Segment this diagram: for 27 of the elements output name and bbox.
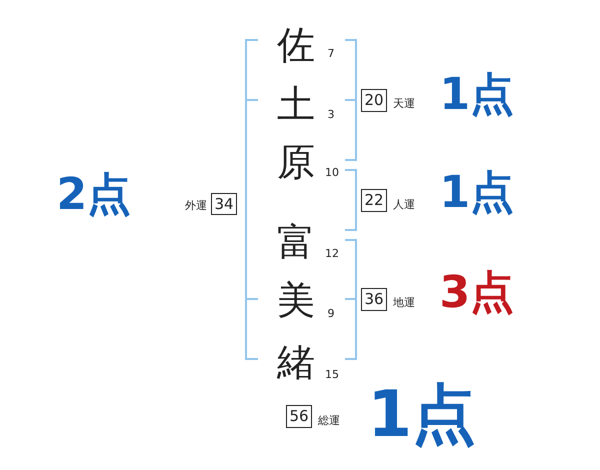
- stroke-count: 12: [325, 248, 339, 258]
- stroke-count: 10: [325, 166, 339, 178]
- stroke-count: 7: [328, 48, 334, 58]
- number-box: 36: [361, 288, 387, 311]
- number-box: 20: [361, 89, 387, 112]
- category-label: 総運: [318, 414, 340, 426]
- category-label: 天運: [393, 98, 415, 108]
- category-label: 地運: [393, 296, 415, 308]
- stroke-count: 15: [325, 368, 339, 380]
- number-box: 22: [361, 189, 387, 212]
- name-character: 富: [277, 223, 315, 261]
- number-box: 56: [286, 405, 312, 428]
- category-label: 人運: [393, 198, 415, 210]
- name-character: 土: [277, 85, 315, 123]
- name-character: 緒: [277, 343, 315, 381]
- stroke-count: 3: [328, 108, 334, 120]
- number-box: 34: [211, 193, 237, 215]
- category-label: 外運: [185, 200, 207, 210]
- stroke-count: 9: [328, 308, 334, 318]
- score-label: 3点: [440, 271, 514, 315]
- score-label: 1点: [368, 383, 476, 447]
- score-label: 1点: [440, 171, 514, 215]
- name-character: 佐: [277, 26, 315, 64]
- name-character: 美: [277, 281, 315, 319]
- score-label: 1点: [440, 73, 514, 117]
- name-character: 原: [277, 143, 315, 181]
- score-label: 2点: [56, 173, 132, 217]
